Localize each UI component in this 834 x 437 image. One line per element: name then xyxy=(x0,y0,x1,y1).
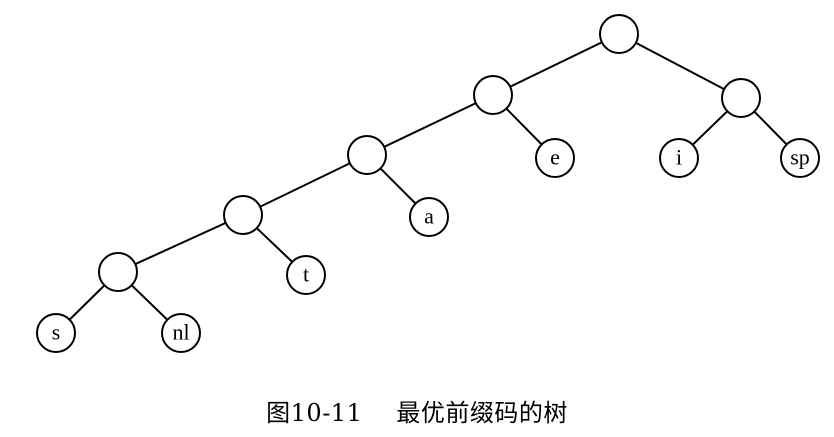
tree-node-t: t xyxy=(286,255,326,295)
figure-label: 图10-11 xyxy=(266,399,363,427)
tree-node-label: s xyxy=(52,320,61,345)
tree-node-circle xyxy=(347,135,387,175)
tree-node-n1 xyxy=(473,75,513,115)
tree-node-nl: nl xyxy=(161,313,201,353)
tree-node-n4 xyxy=(98,252,138,292)
tree-node-n5 xyxy=(721,78,761,118)
tree-node-circle xyxy=(286,255,326,295)
tree-node-circle xyxy=(535,138,575,178)
tree-node-label: e xyxy=(550,145,560,170)
tree-node-circle xyxy=(36,313,76,353)
tree-node-circle xyxy=(721,78,761,118)
tree-node-e: e xyxy=(535,138,575,178)
tree-node-circle xyxy=(223,195,263,235)
tree-node-circle xyxy=(161,313,201,353)
figure-title: 最优前缀码的树 xyxy=(396,399,568,427)
tree-node-circle xyxy=(98,252,138,292)
tree-edge-n3-n4 xyxy=(117,214,244,273)
tree-edge-n2-n3 xyxy=(242,154,368,216)
tree-edges xyxy=(55,33,801,334)
tree-node-i: i xyxy=(659,138,699,178)
tree-node-label: nl xyxy=(172,320,189,345)
tree-node-s: s xyxy=(36,313,76,353)
tree-node-label: t xyxy=(303,262,309,287)
tree-nodes: s nl t a e i sp xyxy=(36,14,820,353)
tree-node-sp: sp xyxy=(780,138,820,178)
figure-caption: 图10-11 最优前缀码的树 xyxy=(0,393,834,428)
tree-node-circle xyxy=(409,197,449,237)
tree-edge-root-n1 xyxy=(492,33,620,96)
tree-node-circle xyxy=(659,138,699,178)
tree-node-label: a xyxy=(424,204,434,229)
tree-node-label: sp xyxy=(790,145,810,170)
tree-node-root xyxy=(599,14,639,54)
tree-edge-n1-n2 xyxy=(366,94,494,156)
tree-node-label: i xyxy=(676,145,682,170)
tree-node-circle xyxy=(473,75,513,115)
tree-node-n3 xyxy=(223,195,263,235)
tree-node-n2 xyxy=(347,135,387,175)
prefix-code-tree: s nl t a e i sp xyxy=(36,14,820,353)
tree-edge-root-n5 xyxy=(618,33,742,99)
tree-node-circle xyxy=(599,14,639,54)
tree-node-a: a xyxy=(409,197,449,237)
tree-node-circle xyxy=(780,138,820,178)
